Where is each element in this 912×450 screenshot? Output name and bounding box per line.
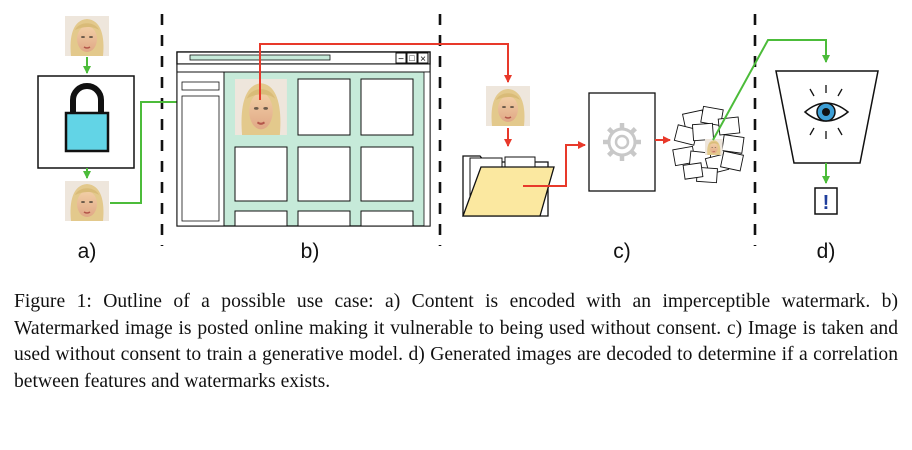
watermarked-face-icon bbox=[64, 180, 110, 222]
panel-d: ! d) bbox=[775, 70, 879, 263]
padlock-icon bbox=[64, 83, 110, 153]
decode-arrow bbox=[712, 39, 830, 141]
panel-label-d: d) bbox=[817, 240, 836, 263]
panel-label-c: c) bbox=[613, 240, 631, 263]
use-case-figure: a) − □ × bbox=[37, 14, 879, 263]
train-arrow bbox=[523, 141, 586, 187]
panel-c: c) bbox=[462, 85, 745, 263]
image-stack-icon bbox=[672, 105, 745, 184]
alert-symbol: ! bbox=[823, 192, 830, 214]
gear-icon bbox=[603, 123, 641, 161]
close-icon: × bbox=[420, 54, 426, 65]
eye-icon bbox=[803, 85, 850, 139]
panel-separators bbox=[160, 14, 757, 246]
folder-icon bbox=[462, 155, 555, 217]
alert-icon: ! bbox=[814, 187, 838, 215]
panel-label-b: b) bbox=[301, 240, 320, 263]
scraped-face-icon bbox=[485, 85, 531, 127]
panel-b: − □ × b) bbox=[176, 51, 431, 263]
generated-face-icon bbox=[704, 138, 723, 156]
panel-a: a) bbox=[37, 15, 135, 263]
face-thumbnail-icon bbox=[64, 15, 110, 57]
maximize-icon: □ bbox=[409, 53, 415, 63]
browser-window-icon: − □ × bbox=[176, 51, 431, 227]
figure-caption: Figure 1: Outline of a possible use case… bbox=[14, 291, 898, 392]
image-grid bbox=[234, 78, 414, 227]
minimize-icon: − bbox=[398, 54, 404, 65]
scrape-arrow bbox=[259, 43, 512, 100]
panel-label-a: a) bbox=[78, 240, 97, 263]
